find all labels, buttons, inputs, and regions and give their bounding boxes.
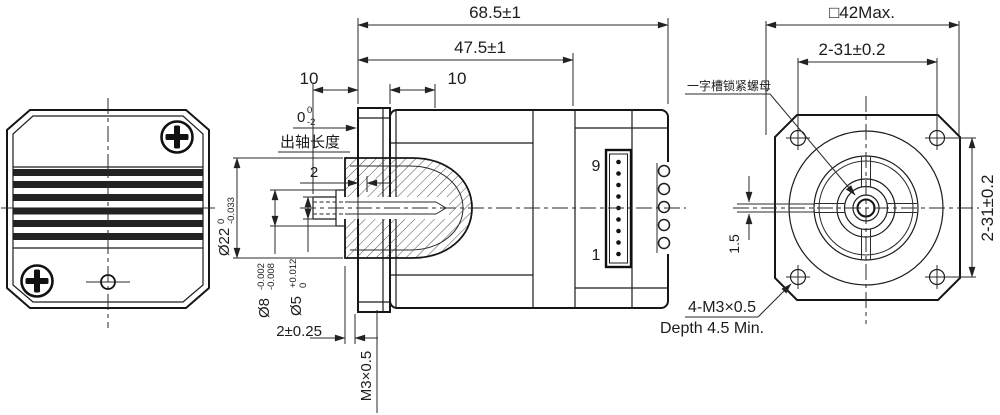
dim-pilot-length: 10 [448,69,467,88]
svg-text:2: 2 [310,164,318,181]
screw-top-right [160,120,194,154]
dim-hole-spacing-horizontal: 2-31±0.2 [819,40,886,59]
pin-1-label: 1 [592,247,601,264]
dim-square-max: □42Max. [829,3,895,22]
svg-text:0: 0 [216,219,227,224]
front-view-dimensions: □42Max. 2-31±0.2 2-31±0.2 1.5 一字槽锁紧螺母 4-… [660,3,997,337]
side-view-dimensions: 68.5±1 47.5±1 10 10 0 0 -2 出轴长度 2 [216,3,669,413]
dim-overall-length: 68.5±1 [469,3,521,22]
svg-text:-0.033: -0.033 [226,197,237,224]
nut-slot [737,157,917,259]
rear-housing-outline [6,109,210,309]
svg-text:-0.008: -0.008 [266,263,277,290]
dim-face-tolerance: 0 0 -2 [293,105,357,132]
rear-housing-inner-outline [12,115,204,303]
svg-text:出轴长度: 出轴长度 [280,134,340,151]
svg-text:+0.012: +0.012 [288,259,299,288]
shaft-length-note: 出轴长度 [278,134,350,153]
front-flange-outline [774,114,961,301]
pin-9-label: 9 [592,158,601,175]
connector-pins [616,159,621,257]
nut-callout: 一字槽锁紧螺母 [685,78,856,196]
front-view [733,96,979,324]
mounting-holes-callout: 4-M3×0.5 Depth 4.5 Min. [660,283,792,337]
svg-text:Ø22: Ø22 [216,228,233,256]
dim-dia5: Ø5 +0.012 0 [288,196,315,316]
svg-text:0: 0 [298,283,309,288]
svg-text:-2: -2 [307,117,315,128]
svg-text:2±0.25: 2±0.25 [276,323,322,340]
dim-front-length: 47.5±1 [454,38,506,57]
screw-bottom-left [20,264,54,298]
svg-text:M3×0.5: M3×0.5 [358,351,375,401]
dim-tip: 2±0.25 [276,266,378,344]
thread-callout: M3×0.5 [358,310,378,413]
side-view: 9 1 [300,107,686,313]
svg-text:1.5: 1.5 [726,234,742,254]
svg-text:一字槽锁紧螺母: 一字槽锁紧螺母 [687,78,771,93]
dim-shaft-extension: 10 [300,69,319,88]
lamination-stack [13,166,203,249]
dim-collar: 2 [300,164,392,192]
svg-text:-0.002: -0.002 [256,263,267,290]
svg-text:0: 0 [307,105,312,116]
depth-note: Depth 4.5 Min. [660,320,764,337]
svg-text:0: 0 [297,109,305,126]
dim-hole-spacing-vertical: 2-31±0.2 [978,175,997,242]
svg-text:Ø5: Ø5 [288,296,305,316]
dim-dia8: Ø8 -0.002 -0.008 [256,189,338,318]
dim-slot-width: 1.5 [726,176,753,254]
svg-text:Ø8: Ø8 [256,298,273,318]
dim-dia22: Ø22 0 -0.033 [216,157,343,259]
rear-view [1,98,215,328]
svg-text:4-M3×0.5: 4-M3×0.5 [688,299,756,316]
